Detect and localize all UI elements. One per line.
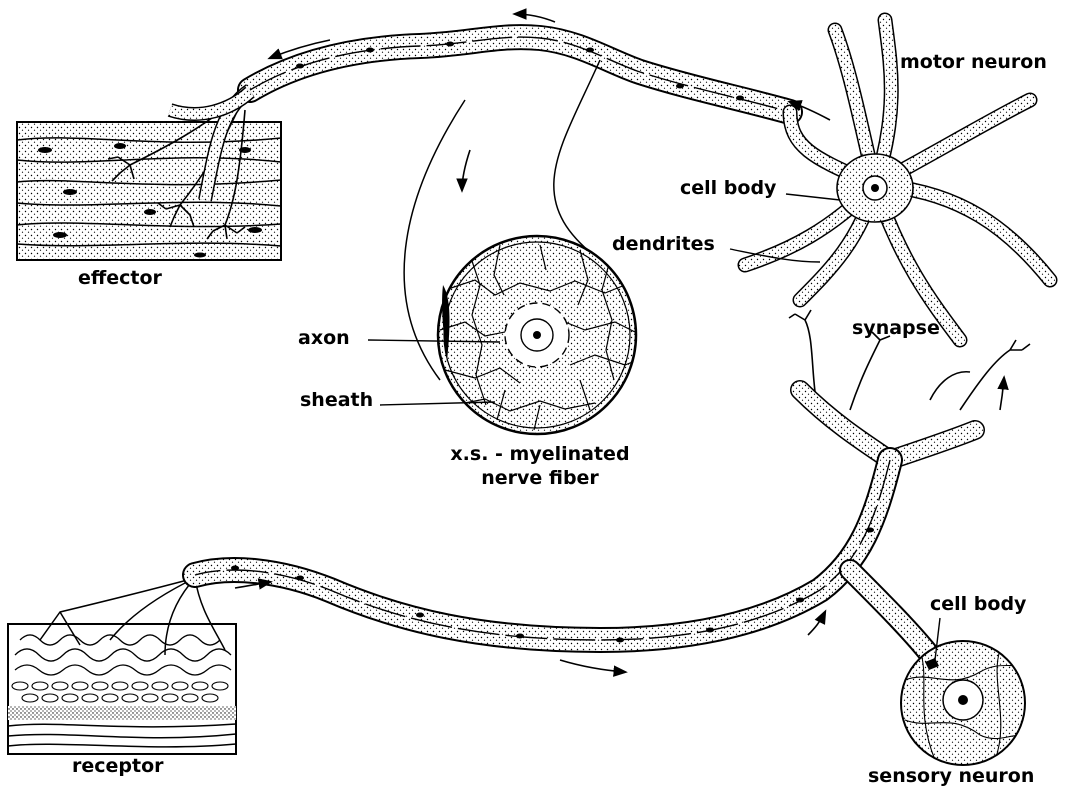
label-sensory-neuron: sensory neuron (868, 766, 1034, 788)
label-dendrites: dendrites (612, 234, 715, 256)
label-synapse: synapse (852, 318, 940, 340)
label-receptor: receptor (72, 756, 164, 778)
label-effector: effector (78, 268, 162, 290)
label-sheath: sheath (300, 390, 373, 412)
nerve-fiber-cross-section (438, 236, 645, 434)
label-cell-body-motor: cell body (680, 178, 776, 200)
receptor-skin (8, 578, 236, 754)
label-axon: axon (298, 328, 350, 350)
sensory-neuron-cell (901, 641, 1025, 765)
effector-muscle (17, 100, 281, 260)
label-motor-neuron: motor neuron (900, 52, 1047, 74)
label-cross-section-line1: x.s. - myelinated (440, 444, 640, 466)
label-cross-section-line2: nerve fiber (440, 468, 640, 490)
label-cell-body-sensory: cell body (930, 594, 1026, 616)
